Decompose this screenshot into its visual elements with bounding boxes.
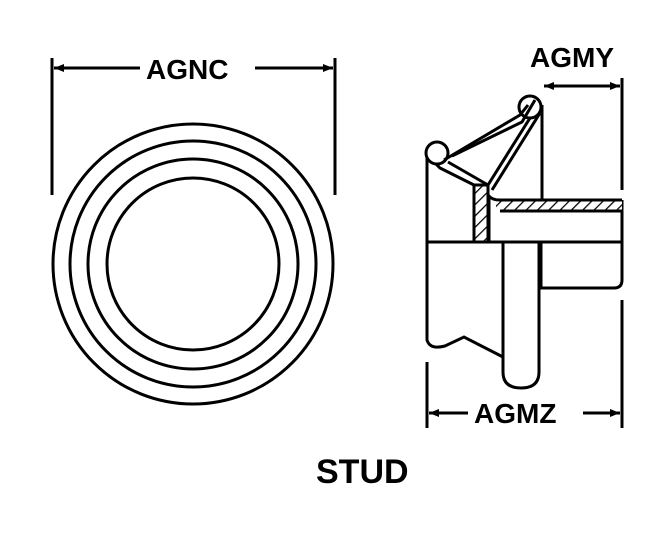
agmy-dimension (544, 78, 624, 190)
agmy-label: AGMY (530, 42, 614, 73)
agnc-dimension (50, 58, 337, 195)
agmz-label: AGMZ (474, 398, 557, 429)
drawing-title: STUD (316, 453, 409, 491)
side-view (424, 94, 624, 390)
front-view (51, 122, 335, 406)
agmz-dimension (425, 300, 624, 428)
agnc-label: AGNC (146, 54, 229, 85)
